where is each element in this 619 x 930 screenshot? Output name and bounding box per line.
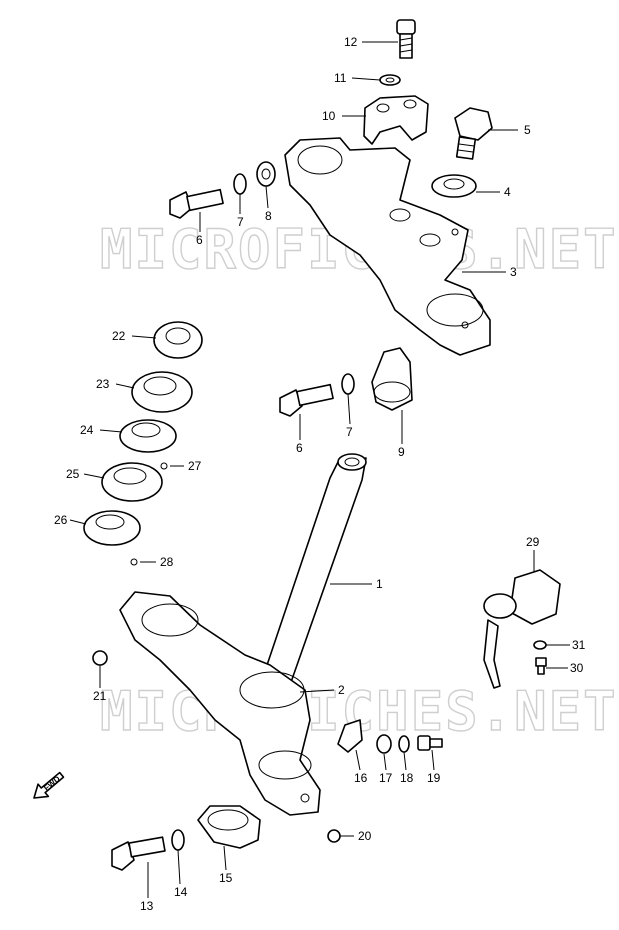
callout-5: 5 — [524, 123, 531, 137]
callout-2: 2 — [338, 683, 345, 697]
part-9-clamp — [371, 347, 413, 411]
callout-26: 26 — [54, 513, 68, 527]
part-27-ball — [160, 462, 168, 470]
part-18-spring-washer — [398, 735, 410, 753]
callout-1: 1 — [376, 577, 383, 591]
part-12-bolt — [396, 19, 416, 59]
callout-29: 29 — [526, 535, 540, 549]
part-3-steering-stem-upper-bracket — [284, 137, 491, 356]
part-5-bolt — [454, 107, 493, 160]
part-25-bearing — [101, 462, 163, 502]
callout-15: 15 — [219, 871, 233, 885]
part-11-spring-washer — [379, 74, 401, 86]
callouts: 12 11 10 5 4 3 6 7 8 22 23 24 25 27 26 2… — [54, 35, 586, 913]
fwd-direction-arrow: FWD — [33, 771, 65, 799]
part-21-screw — [92, 650, 108, 672]
part-6-bolt-upper — [169, 188, 224, 219]
callout-7-upper: 7 — [237, 215, 244, 229]
callout-8: 8 — [265, 209, 272, 223]
callout-9: 9 — [398, 445, 405, 459]
part-31-washer — [533, 640, 547, 650]
part-28-ball — [130, 558, 138, 566]
callout-21: 21 — [93, 689, 107, 703]
callout-20: 20 — [358, 829, 372, 843]
part-19-bolt — [417, 735, 443, 751]
part-29-ignition-switch — [483, 569, 561, 689]
part-24-dust-seal — [119, 419, 177, 453]
callout-22: 22 — [112, 329, 126, 343]
part-30-screw — [535, 657, 547, 675]
callout-16: 16 — [354, 771, 368, 785]
callout-14: 14 — [174, 885, 188, 899]
callout-6-middle: 6 — [296, 441, 303, 455]
callout-27: 27 — [188, 459, 202, 473]
callout-13: 13 — [140, 899, 154, 913]
leader-lines — [69, 41, 570, 898]
part-15-clamp — [197, 805, 261, 849]
callout-10: 10 — [322, 109, 336, 123]
callout-3: 3 — [510, 265, 517, 279]
callout-6-upper: 6 — [196, 233, 203, 247]
callout-30: 30 — [570, 661, 584, 675]
part-6-bolt-middle — [279, 383, 334, 417]
part-17-washer — [376, 734, 392, 754]
part-1-steering-stem — [261, 453, 367, 686]
callout-12: 12 — [344, 35, 358, 49]
part-20-screw — [327, 829, 341, 843]
callout-7-middle: 7 — [346, 425, 353, 439]
part-26-bearing-race — [83, 510, 141, 546]
callout-31: 31 — [572, 638, 586, 652]
part-4-washer — [431, 174, 477, 198]
part-2-lower-bracket — [119, 591, 321, 816]
callout-23: 23 — [96, 377, 110, 391]
callout-19: 19 — [427, 771, 441, 785]
callout-11: 11 — [334, 71, 347, 85]
callout-18: 18 — [400, 771, 414, 785]
part-23-bearing-race — [131, 371, 193, 413]
callout-28: 28 — [160, 555, 174, 569]
callout-4: 4 — [504, 185, 511, 199]
callout-24: 24 — [80, 423, 94, 437]
callout-17: 17 — [379, 771, 393, 785]
part-7-spring-washer-middle — [341, 373, 355, 395]
callout-25: 25 — [66, 467, 80, 481]
part-16-clip — [337, 719, 363, 753]
part-14-spring-washer — [171, 829, 185, 851]
part-13-bolt — [111, 836, 166, 871]
part-10-handlebar-clamp — [363, 95, 429, 145]
part-8-washer — [256, 161, 276, 187]
part-22-steering-nut — [153, 321, 203, 359]
part-7-spring-washer-upper — [233, 173, 247, 195]
